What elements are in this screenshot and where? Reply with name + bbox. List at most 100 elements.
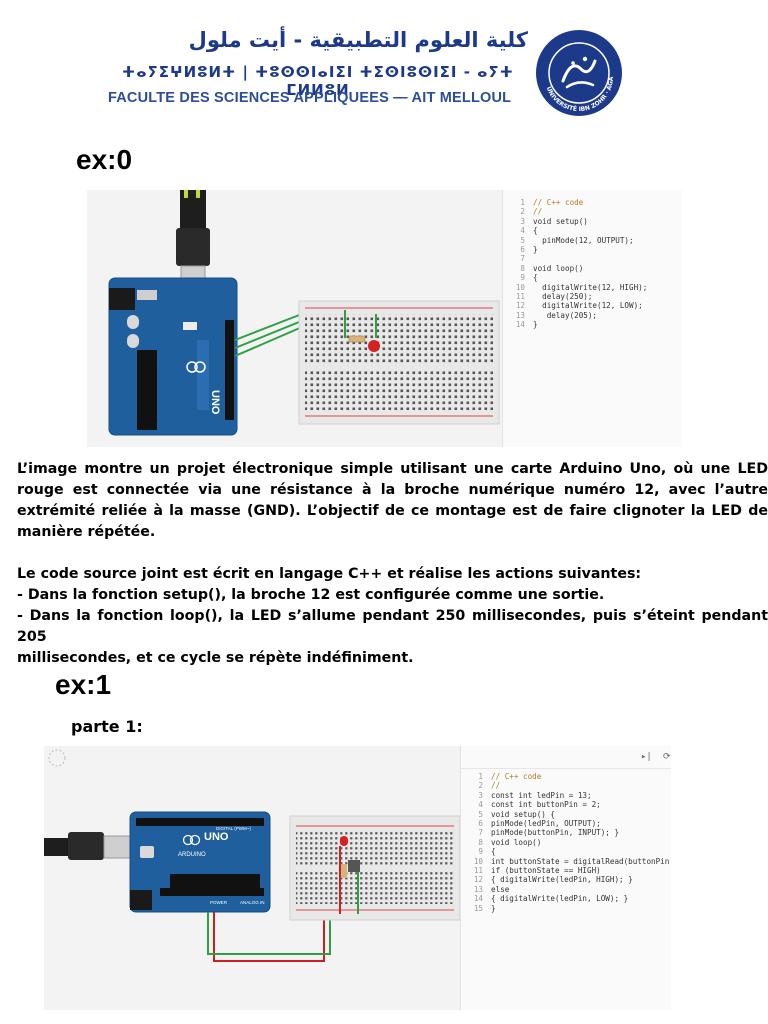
- code-line: 11 if (buttonState == HIGH): [461, 866, 601, 875]
- line-number: 8: [520, 263, 525, 273]
- code-line: 13 delay(205);: [503, 311, 597, 320]
- line-number: 1: [478, 772, 483, 781]
- line-number: 4: [520, 226, 525, 236]
- code-text: void loop(): [533, 263, 584, 273]
- line-number: 2: [520, 207, 525, 217]
- line-number: 6: [478, 819, 483, 828]
- code-text: digitalWrite(12, HIGH);: [533, 282, 648, 292]
- code-text: {: [533, 226, 538, 236]
- line-number: 1: [520, 198, 525, 207]
- code-text: pinMode(buttonPin, INPUT); }: [491, 828, 620, 838]
- code-text: pinMode(ledPin, OUTPUT);: [491, 819, 601, 828]
- code-panel-toolbar: ▸| ⟳: [461, 746, 671, 769]
- line-number: 11: [515, 292, 525, 301]
- code-text: }: [533, 320, 538, 330]
- code-line: 6}: [503, 245, 538, 254]
- ex0-circuit: UNO: [108, 190, 500, 436]
- svg-text:DIGITAL (PWM~): DIGITAL (PWM~): [216, 826, 251, 831]
- code-line: 1// C++ code: [461, 772, 541, 781]
- code-line: 11 delay(250);: [503, 292, 593, 301]
- code-line: 2 //: [503, 207, 542, 216]
- svg-text:UNO: UNO: [209, 390, 221, 415]
- svg-text:POWER: POWER: [210, 900, 228, 905]
- faculty-name-arabic: كلية العلوم التطبيقية - أيت ملول: [188, 28, 528, 52]
- usb-cable-icon: [44, 838, 68, 856]
- line-number: 7: [478, 828, 483, 838]
- ex0-code-expl-line-3: - Dans la fonction loop(), la LED s’allu…: [17, 608, 768, 645]
- debug-icon[interactable]: ⟳: [663, 752, 671, 762]
- ex0-desc-line-2: rouge est connectée via une résistance à…: [17, 482, 768, 498]
- line-number: 9: [520, 273, 525, 283]
- breadboard-icon: [289, 815, 460, 921]
- line-number: 9: [478, 847, 483, 857]
- code-line: 14 { digitalWrite(ledPin, LOW); }: [461, 894, 628, 903]
- step-icon[interactable]: ▸|: [641, 752, 652, 762]
- code-line: 9{: [503, 273, 538, 283]
- line-number: 10: [515, 282, 525, 292]
- code-line: 10 digitalWrite(12, HIGH);: [503, 283, 647, 292]
- code-text: }: [491, 903, 496, 913]
- faculty-name-tifinagh: ⵜⴰⵢⵉⵖⵍⵓⵍⵜ | ⵜⵓⵙⵙⵏⴰⵏⵉⵏ ⵜⵉⵙⵏⵓⵙⵏⵉⵏ - ⴰⵢⵜ ⵎⵍ…: [122, 63, 514, 99]
- line-number: 13: [473, 884, 483, 894]
- arduino-board-icon: UNO ARDUINO DIGITAL (PWM~) POWER ANALOG …: [129, 811, 271, 913]
- code-text: if (buttonState == HIGH): [491, 866, 601, 875]
- line-number: 7: [520, 254, 525, 264]
- ex1-heading: ex:1: [55, 669, 112, 700]
- line-number: 4: [478, 800, 483, 810]
- code-text: delay(205);: [533, 310, 598, 320]
- code-line: 4 const int buttonPin = 2;: [461, 800, 601, 810]
- code-text: // C++ code: [533, 198, 584, 207]
- ex0-code-expl-line-2: - Dans la fonction setup(), la broche 12…: [17, 587, 605, 603]
- line-number: 14: [473, 894, 483, 904]
- code-text: pinMode(12, OUTPUT);: [533, 235, 634, 245]
- ex1-subheading: parte 1:: [71, 717, 143, 736]
- ex0-desc-line-1: L’image montre un projet électronique si…: [17, 461, 768, 477]
- ex0-heading: ex:0: [76, 144, 133, 175]
- code-text: }: [533, 245, 538, 254]
- code-line: 6 pinMode(ledPin, OUTPUT);: [461, 819, 601, 828]
- code-line: 12 { digitalWrite(ledPin, HIGH); }: [461, 875, 633, 884]
- code-text: { digitalWrite(ledPin, HIGH); }: [491, 875, 633, 885]
- code-text: digitalWrite(12, LOW);: [533, 301, 643, 311]
- code-line: 7: [503, 254, 533, 263]
- code-text: else: [491, 884, 510, 894]
- line-number: 5: [478, 809, 483, 819]
- code-text: int buttonState = digitalRead(buttonPin: [491, 856, 670, 866]
- code-line: 7 pinMode(buttonPin, INPUT); }: [461, 828, 619, 837]
- code-text: void setup() {: [491, 809, 556, 819]
- line-number: 12: [515, 301, 525, 311]
- line-number: 3: [520, 216, 525, 226]
- code-text: const int ledPin = 13;: [491, 790, 592, 800]
- code-text: { digitalWrite(ledPin, LOW); }: [491, 894, 629, 904]
- code-line: 14}: [503, 320, 538, 329]
- line-number: 10: [473, 856, 483, 866]
- usb-cable-icon: [180, 190, 206, 228]
- code-line: 10 int buttonState = digitalRead(buttonPi…: [461, 857, 669, 866]
- ex0-code-expl-line-1: Le code source joint est écrit en langag…: [17, 566, 642, 582]
- code-line: 9{: [461, 847, 495, 857]
- code-line: 4{: [503, 226, 538, 236]
- line-number: 11: [473, 866, 483, 875]
- line-number: 2: [478, 781, 483, 791]
- code-text: //: [533, 207, 543, 217]
- line-number: 14: [515, 320, 525, 330]
- code-text: delay(250);: [533, 292, 593, 301]
- code-text: //: [491, 781, 501, 791]
- code-line: 5 void setup() {: [461, 810, 555, 819]
- ex0-desc-line-3: extrémité reliée à la masse (GND). L’obj…: [17, 503, 768, 519]
- code-text: {: [533, 273, 538, 283]
- code-text: const int buttonPin = 2;: [491, 800, 601, 810]
- university-logo: UNIVERSITÉ IBN ZOHR · AGADIR: [533, 29, 622, 116]
- line-number: 8: [478, 837, 483, 847]
- line-number: 12: [473, 875, 483, 885]
- code-line: 13 else: [461, 885, 509, 894]
- rotate-icon: [48, 749, 66, 767]
- code-line: 8 void loop(): [503, 264, 583, 273]
- ex0-code-expl-line-4: millisecondes, et ce cycle se répète ind…: [17, 650, 414, 666]
- line-number: 5: [520, 235, 525, 245]
- svg-text:ARDUINO: ARDUINO: [178, 852, 206, 858]
- line-number: 3: [478, 790, 483, 800]
